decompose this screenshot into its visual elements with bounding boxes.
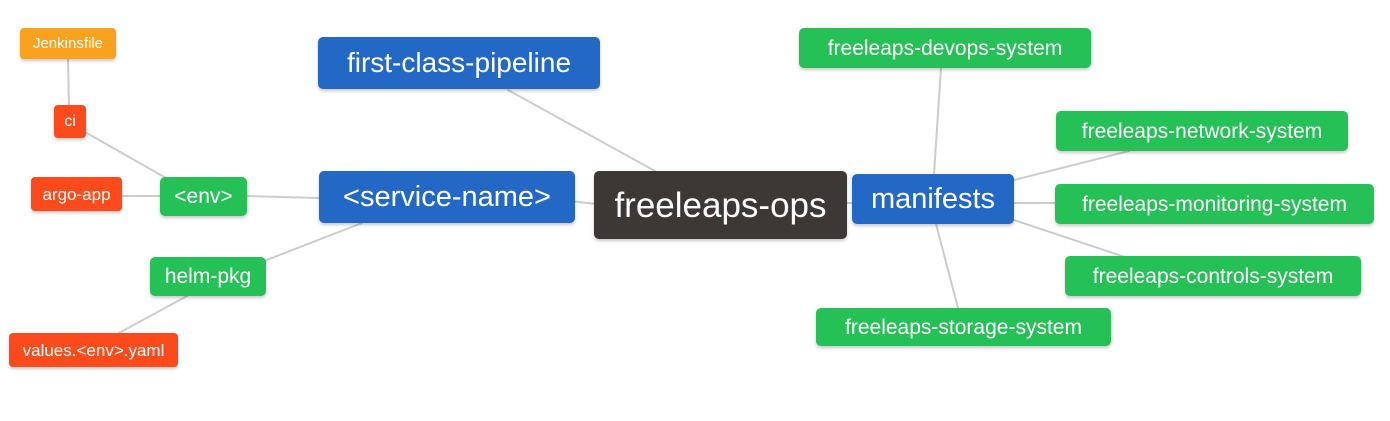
node-service-name[interactable]: <service-name> (319, 171, 575, 223)
node-freeleaps-storage-system[interactable]: freeleaps-storage-system (816, 308, 1111, 346)
node-ci[interactable]: ci (54, 105, 86, 138)
node-env[interactable]: <env> (160, 177, 247, 216)
node-label: freeleaps-storage-system (845, 315, 1082, 339)
node-label: freeleaps-devops-system (827, 36, 1063, 60)
node-label: ci (64, 112, 76, 130)
edge-env-service-name (246, 195, 320, 199)
edge-service-name-helm-pkg (263, 222, 363, 262)
edge-ci-env (84, 131, 167, 179)
node-helm-pkg[interactable]: helm-pkg (150, 257, 266, 296)
node-argo-app[interactable]: argo-app (31, 177, 122, 211)
node-label: Jenkinsfile (32, 35, 104, 52)
edge-jenkinsfile-ci (67, 58, 70, 107)
edge-helm-pkg-values-env-yaml (118, 295, 188, 334)
edge-manifests-network-system (1013, 150, 1130, 181)
node-label: <env> (174, 185, 233, 208)
node-label: first-class-pipeline (346, 47, 572, 78)
node-freeleaps-network-system[interactable]: freeleaps-network-system (1056, 111, 1348, 151)
node-jenkinsfile[interactable]: Jenkinsfile (20, 28, 116, 59)
node-label: <service-name> (343, 180, 551, 213)
node-label: argo-app (42, 184, 111, 204)
node-freeleaps-devops-system[interactable]: freeleaps-devops-system (799, 28, 1091, 68)
node-label: freeleaps-ops (614, 185, 827, 225)
node-manifests[interactable]: manifests (852, 174, 1014, 224)
edge-first-class-pipeline-freeleaps-ops (507, 89, 656, 172)
node-label: values.<env>.yaml (22, 340, 165, 360)
edge-manifests-controls-system (1013, 219, 1126, 258)
node-label: freeleaps-controls-system (1092, 264, 1334, 288)
node-freeleaps-ops[interactable]: freeleaps-ops (594, 171, 847, 239)
edge-manifests-devops-system (933, 67, 942, 175)
node-label: helm-pkg (164, 265, 252, 288)
node-label: freeleaps-monitoring-system (1082, 192, 1347, 216)
node-first-class-pipeline[interactable]: first-class-pipeline (318, 37, 600, 89)
node-values-env-yaml[interactable]: values.<env>.yaml (9, 333, 178, 367)
edge-manifests-storage-system (935, 223, 959, 309)
node-label: manifests (870, 182, 996, 215)
node-label: freeleaps-network-system (1081, 119, 1323, 143)
node-freeleaps-monitoring-system[interactable]: freeleaps-monitoring-system (1055, 184, 1374, 224)
node-freeleaps-controls-system[interactable]: freeleaps-controls-system (1065, 256, 1361, 296)
